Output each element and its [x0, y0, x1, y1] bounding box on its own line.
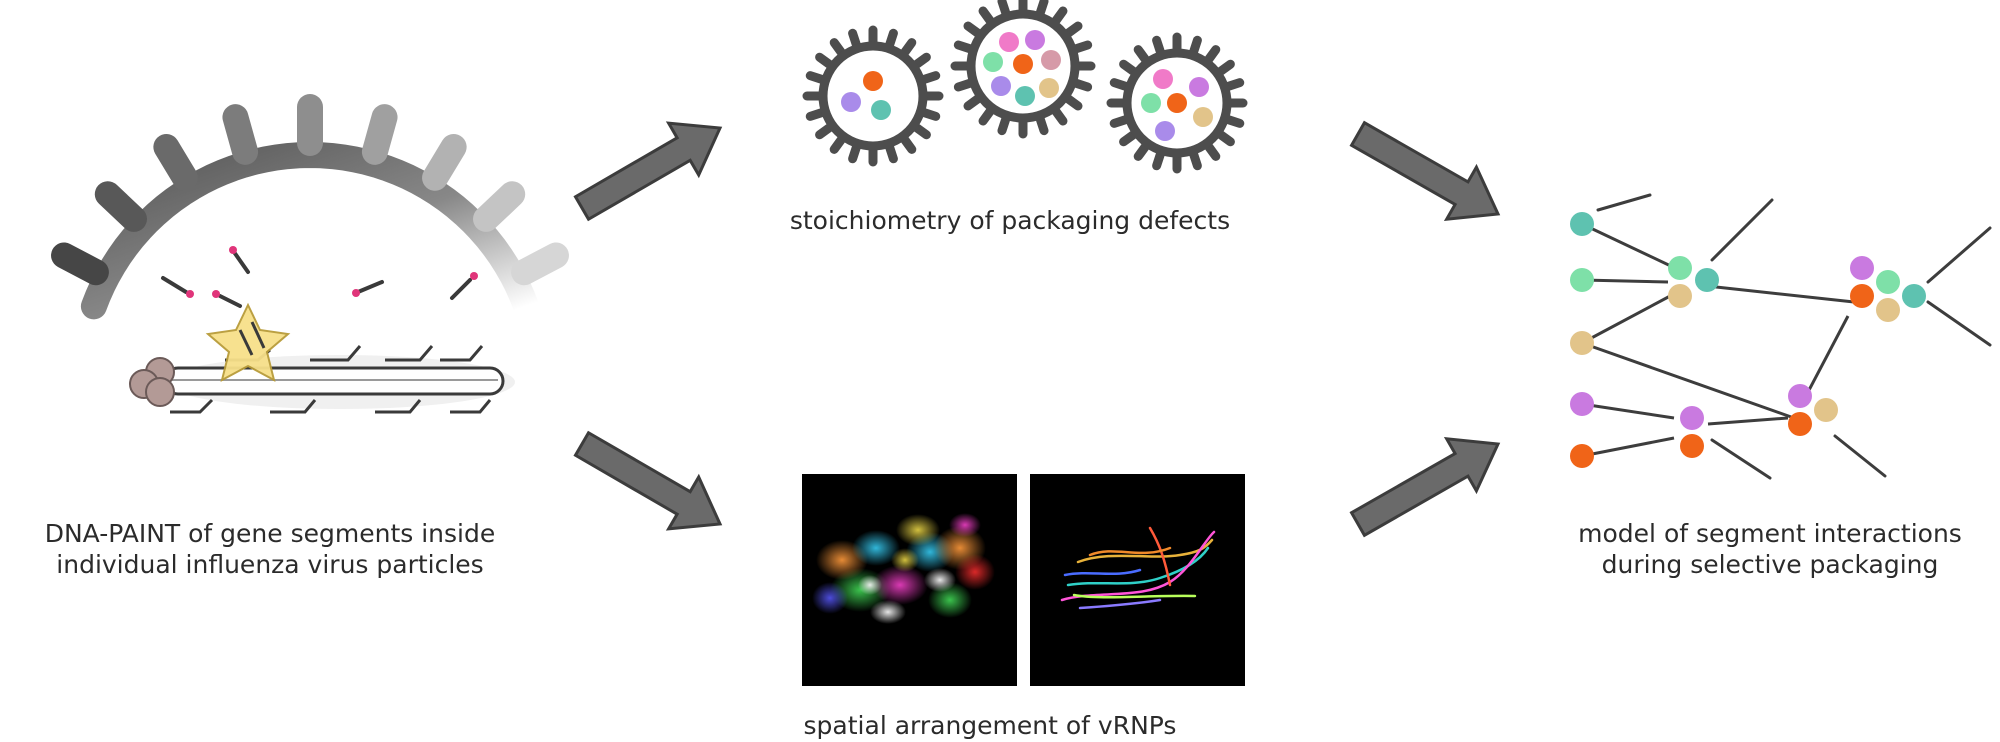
model-caption-line2: during selective packaging: [1601, 550, 1939, 579]
envelope-spike: [51, 242, 109, 286]
imager-strands: [161, 246, 478, 308]
virus-particle-cutaway: [51, 94, 569, 320]
segment-dot: [1155, 121, 1175, 141]
flow-arrows: [573, 120, 1501, 538]
model-caption: model of segment interactions during sel…: [1540, 518, 2000, 580]
envelope-spike: [361, 104, 398, 165]
segment-dot: [1015, 86, 1035, 106]
segment-dot: [983, 52, 1003, 72]
segment-node: [1668, 284, 1692, 308]
segment-dot: [863, 71, 883, 91]
segment-node: [1680, 434, 1704, 458]
binding-event-star-icon: [205, 302, 291, 382]
dna-paint-caption-line2: individual influenza virus particles: [56, 550, 484, 579]
dna-paint-caption: DNA-PAINT of gene segments inside indivi…: [0, 518, 540, 580]
segment-node: [1695, 268, 1719, 292]
segment-dot: [1153, 69, 1173, 89]
segment-interaction-network: [1570, 193, 1992, 480]
segment-node: [1570, 444, 1594, 468]
segment-dot: [1167, 93, 1187, 113]
network-edges: [1581, 222, 1855, 458]
segment-dot: [1013, 54, 1033, 74]
segment-node: [1570, 212, 1594, 236]
arrow-icon: [1349, 120, 1501, 221]
segment-node: [1876, 270, 1900, 294]
dna-paint-illustration: [51, 94, 569, 414]
segment-node: [1788, 412, 1812, 436]
envelope-spike: [94, 181, 147, 232]
vrnp-segment: [129, 355, 515, 409]
envelope-spike: [153, 133, 198, 191]
virus-particle-1: [802, 25, 944, 167]
segment-node: [1876, 298, 1900, 322]
segment-dot: [1025, 30, 1045, 50]
envelope-spike: [422, 133, 467, 191]
envelope-spike: [511, 242, 569, 286]
segment-node: [1814, 398, 1838, 422]
segment-node: [1570, 392, 1594, 416]
segment-dot: [1193, 107, 1213, 127]
segment-node: [1570, 268, 1594, 292]
segment-dot: [1141, 93, 1161, 113]
model-caption-line1: model of segment interactions: [1578, 519, 1962, 548]
virus-envelope: [80, 141, 540, 320]
segment-dot: [871, 100, 891, 120]
segment-node: [1902, 284, 1926, 308]
segment-node: [1788, 384, 1812, 408]
segment-node: [1850, 284, 1874, 308]
segment-dot: [991, 76, 1011, 96]
arrow-icon: [1349, 437, 1501, 538]
stoichiometry-caption: stoichiometry of packaging defects: [789, 206, 1231, 235]
segment-dot: [1041, 50, 1061, 70]
segment-node: [1668, 256, 1692, 280]
segment-node: [1680, 406, 1704, 430]
envelope-spike: [222, 104, 259, 165]
spatial-caption: spatial arrangement of vRNPs: [803, 711, 1177, 740]
envelope-spike: [473, 181, 526, 232]
arrow-icon: [573, 430, 723, 531]
segment-node: [1850, 256, 1874, 280]
super-resolution-image: [802, 474, 1017, 686]
network-nodes: [1570, 212, 1926, 468]
spatial-arrangement-images: [802, 474, 1245, 686]
segment-dot: [999, 32, 1019, 52]
segment-dot: [1189, 77, 1209, 97]
virus-particle-2: [950, 0, 1096, 139]
dna-paint-caption-line1: DNA-PAINT of gene segments inside: [44, 519, 496, 548]
network-dangling-edges: [1596, 193, 1992, 480]
segment-dot: [841, 92, 861, 112]
virus-particle-3: [1106, 32, 1248, 174]
arrow-icon: [573, 121, 723, 222]
segment-dot: [1039, 78, 1059, 98]
traced-segments-image: [1030, 474, 1245, 686]
segment-node: [1570, 331, 1594, 355]
stoichiometry-illustration: [802, 0, 1248, 174]
